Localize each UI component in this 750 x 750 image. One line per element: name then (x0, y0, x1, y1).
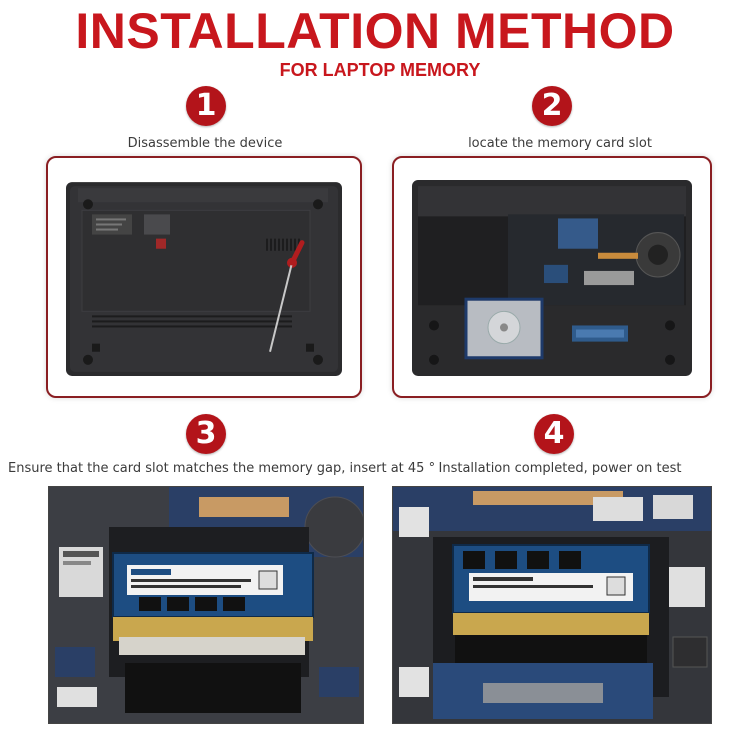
laptop-open-bottom-photo (408, 174, 696, 382)
ram-installed-icon (393, 487, 711, 723)
step-3-label: Ensure that the card slot matches the me… (8, 461, 436, 476)
laptop-open-bottom-icon (408, 174, 696, 382)
laptop-bottom-icon (62, 174, 346, 382)
laptop-bottom-cover-photo (62, 174, 346, 382)
step-4-label: Installation completed, power on test (438, 461, 682, 476)
step-1-photo-frame (46, 156, 362, 398)
step-2-photo-frame (392, 156, 712, 398)
page-subtitle: FOR LAPTOP MEMORY (279, 60, 481, 80)
page-title: INSTALLATION METHOD (75, 3, 675, 59)
step-2-number-badge: 2 (532, 86, 572, 126)
step-1-number-badge: 1 (186, 86, 226, 126)
ram-installed-photo (392, 486, 712, 724)
step-2-label: locate the memory card slot (468, 136, 652, 151)
step-3-number-badge: 3 (186, 414, 226, 454)
step-1-label: Disassemble the device (127, 136, 283, 151)
ram-insert-icon (49, 487, 363, 723)
step-4-number-badge: 4 (534, 414, 574, 454)
ram-insert-photo (48, 486, 364, 724)
